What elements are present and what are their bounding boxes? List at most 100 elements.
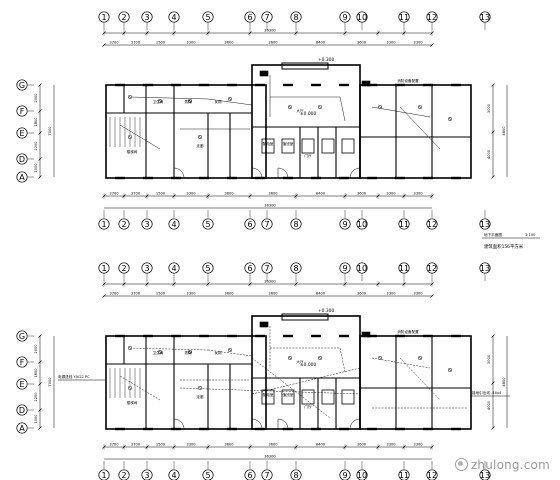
axis-label: 13 [480, 220, 490, 229]
toilet-stall [341, 138, 355, 154]
dim-tick [491, 381, 495, 385]
dim-value: 3600 [268, 292, 278, 296]
fixture-cross [288, 356, 292, 360]
dim-total: 4800 [502, 126, 506, 136]
plan-area: 建筑面积156平方米 [484, 243, 524, 250]
fixture-cross [158, 350, 162, 354]
axis-bubble [244, 218, 256, 230]
dim-value: 8400 [316, 41, 326, 45]
elevation-mark: ±0.000 [300, 111, 316, 117]
dim-tick [38, 426, 42, 430]
entrance-canopy [281, 62, 329, 70]
dim-value: 2000 [34, 93, 38, 103]
axis-label: 7 [264, 220, 269, 229]
wiring-run [399, 357, 441, 401]
dim-value: 3700 [109, 292, 119, 296]
dim-value: 1800 [34, 368, 38, 378]
dim-value: 1800 [34, 117, 38, 127]
dim-value: 3700 [131, 292, 141, 296]
axis-label: 7 [264, 13, 269, 22]
axis-label: 12 [427, 471, 437, 480]
wiring-run [119, 375, 161, 401]
axis-bubble [426, 469, 438, 480]
door-swing [173, 418, 185, 430]
axis-bubble [16, 330, 28, 342]
axis-label: 4 [171, 220, 176, 229]
dim-value: 3700 [109, 443, 119, 447]
watermark-text: zhulong.com [470, 458, 550, 472]
room-label: 卫生间 [153, 350, 164, 355]
axis-label: 7 [264, 471, 269, 480]
dim-tick [491, 83, 495, 87]
toilet-stall [341, 389, 355, 405]
fixture-cross [378, 356, 382, 360]
fixture-cross [318, 105, 322, 109]
dim-tick [38, 157, 42, 161]
dim-value: 8400 [316, 192, 326, 196]
axis-label: 6 [247, 471, 252, 480]
axis-label: 12 [427, 264, 437, 273]
room-label: 走廊 [196, 143, 204, 148]
wall-east-block [359, 84, 472, 179]
axis-label: 11 [399, 471, 409, 480]
dim-value: 3300 [386, 292, 396, 296]
fixture-cross [158, 99, 162, 103]
room-label: 值班室 [283, 392, 294, 397]
axis-label: 5 [205, 220, 210, 229]
axis-label: 10 [357, 220, 367, 229]
dim-value: 4000 [487, 400, 491, 410]
dim-value: 3000 [487, 103, 491, 113]
wiring-run [207, 349, 253, 357]
dim-value: 3300 [413, 192, 423, 196]
axis-label: 10 [357, 264, 367, 273]
room-label: 卫生间 [153, 99, 164, 104]
axis-label: 9 [342, 220, 347, 229]
wiring-run [129, 347, 209, 351]
axis-bubble [141, 218, 153, 230]
axis-label: 4 [171, 471, 176, 480]
axis-bubble [16, 404, 28, 416]
dim-value: 3300 [413, 41, 423, 45]
wiring-run [251, 367, 361, 395]
axis-bubble [356, 469, 368, 480]
distribution-panel [259, 321, 269, 328]
axis-label: 10 [357, 13, 367, 22]
wiring-run [207, 98, 253, 106]
dim-value: 1500 [156, 41, 166, 45]
watermark: zhulong.com [454, 458, 550, 472]
axis-label: 3 [144, 264, 149, 273]
dim-total: 36300 [264, 280, 276, 284]
dim-value: 3600 [224, 443, 234, 447]
toilet-stall [301, 138, 315, 154]
axis-label: E [19, 129, 24, 138]
axis-label: 2 [121, 220, 126, 229]
dim-value: 1500 [156, 443, 166, 447]
room-label: 走廊 [196, 394, 204, 399]
axis-bubble [339, 218, 351, 230]
dim-value: 3300 [386, 192, 396, 196]
fixture-cross [188, 99, 192, 103]
dim-value: 1500 [156, 292, 166, 296]
axis-bubble [244, 469, 256, 480]
dim-tick [38, 334, 42, 338]
dim-value: 3700 [131, 443, 141, 447]
dim-tick [430, 43, 434, 47]
axis-label: G [19, 81, 25, 90]
axis-bubble [261, 469, 273, 480]
toilet-stall [321, 138, 335, 154]
dim-tick [491, 175, 495, 179]
door-swing [277, 418, 289, 430]
room-label: 大厅 [296, 108, 304, 113]
wiring-run [371, 357, 431, 369]
dim-value: 3700 [109, 192, 119, 196]
dim-value: 3600 [357, 41, 367, 45]
axis-bubble [339, 469, 351, 480]
axis-label: G [19, 332, 25, 341]
room-label: 配电室 [263, 141, 274, 146]
toilet-stall [281, 389, 295, 405]
dim-tick [491, 426, 495, 430]
wiring-run [339, 96, 346, 122]
elevation-mark: +0.300 [318, 308, 334, 314]
axis-label: 5 [205, 264, 210, 273]
axis-label: 1 [101, 471, 106, 480]
